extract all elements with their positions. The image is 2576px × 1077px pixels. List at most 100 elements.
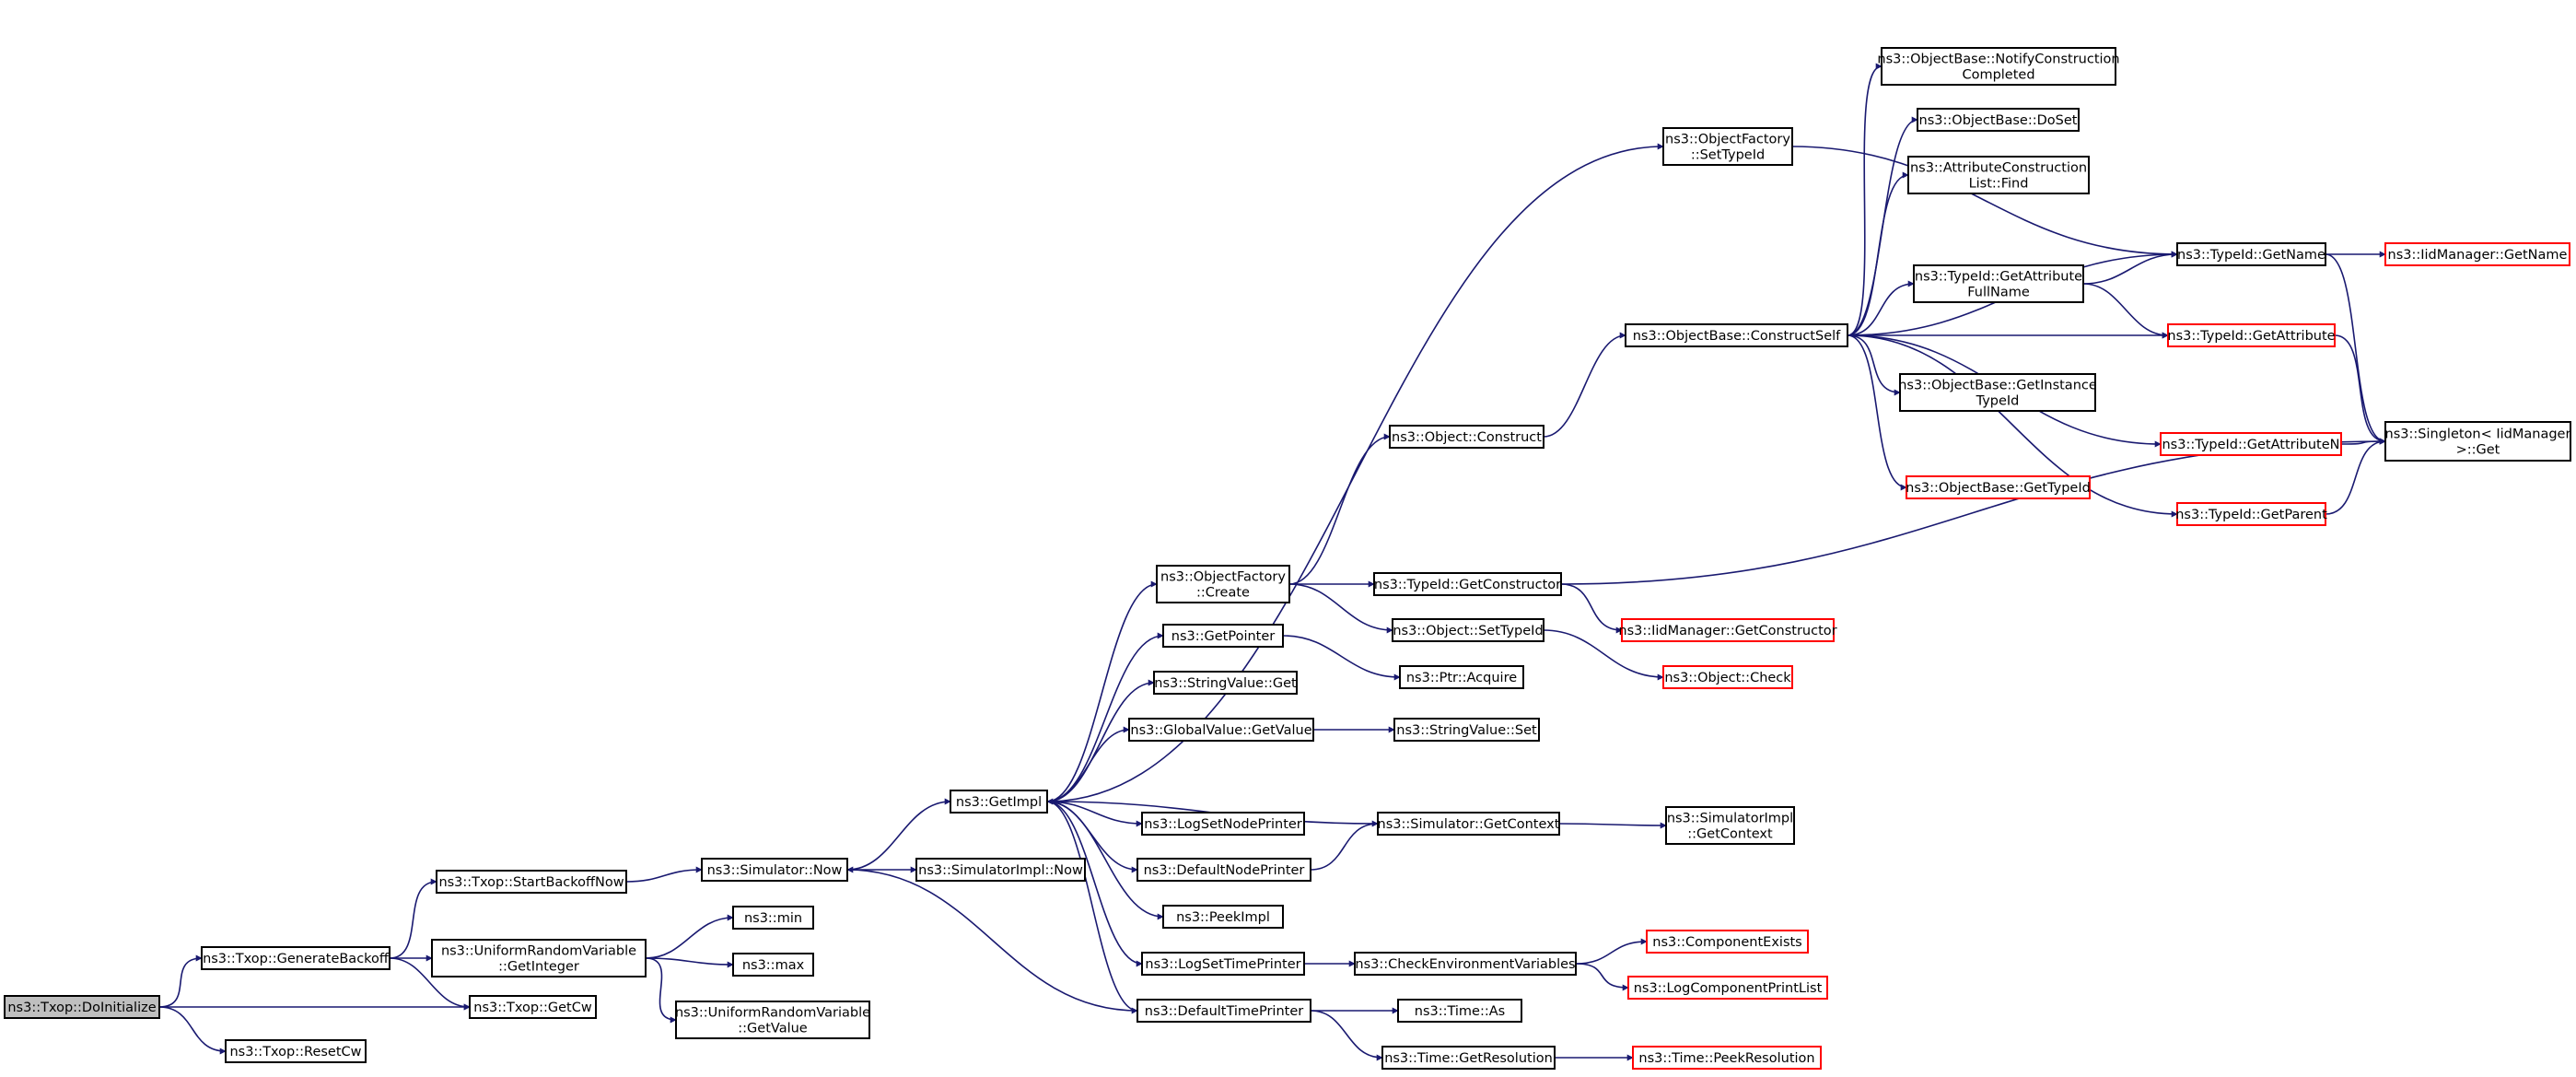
node-label: ns3::Singleton< IidManager xyxy=(2385,427,2571,442)
node-obconstructself[interactable]: ns3::ObjectBase::ConstructSelf xyxy=(1625,323,1848,347)
edge-getimpl-to-deftime xyxy=(1046,801,1138,1014)
node-label: ns3::ObjectBase::GetTypeId xyxy=(1906,481,2091,496)
edge-tidgetattrfull-to-tidgetname xyxy=(2082,251,2178,285)
edge-tidgetattrfull-to-tidgetattr xyxy=(2082,283,2169,339)
edges xyxy=(158,63,2386,1061)
node-ofsettypeid[interactable]: ns3::ObjectFactory::SetTypeId xyxy=(1662,127,1793,166)
edge-obconstructself-to-obgettypeid xyxy=(1847,334,1907,491)
edge-obconstructself-to-acfind xyxy=(1847,171,1909,336)
node-label: ::Create xyxy=(1196,586,1250,601)
edge-tidgetattr-to-singleton xyxy=(2334,334,2386,445)
nodes: ns3::Txop::DoInitialize ns3::Txop::Genera… xyxy=(4,47,2571,1070)
node-peekimpl[interactable]: ns3::PeekImpl xyxy=(1162,905,1284,929)
node-label: ns3::ObjectFactory xyxy=(1160,570,1286,585)
edge-getimpl-to-peekimpl xyxy=(1046,801,1164,920)
node-label: ns3::IidManager::GetName xyxy=(2388,248,2568,263)
node-compexists[interactable]: ns3::ComponentExists xyxy=(1646,930,1809,954)
node-timegetres[interactable]: ns3::Time::GetResolution xyxy=(1381,1046,1556,1070)
node-simnow[interactable]: ns3::Simulator::Now xyxy=(701,858,848,882)
node-tidgetattr[interactable]: ns3::TypeId::GetAttribute xyxy=(2167,323,2336,347)
node-label: ns3::IidManager::GetConstructor xyxy=(1618,624,1836,638)
node-tidgetattrn[interactable]: ns3::TypeId::GetAttributeN xyxy=(2160,432,2342,456)
node-label: ns3::TypeId::GetConstructor xyxy=(1374,578,1561,592)
node-logsettime[interactable]: ns3::LogSetTimePrinter xyxy=(1141,952,1305,976)
edge-deftime-to-simnow xyxy=(846,866,1138,1012)
node-label: ns3::StringValue::Get xyxy=(1154,676,1297,691)
node-simgetctx[interactable]: ns3::Simulator::GetContext xyxy=(1377,812,1560,836)
node-defnode[interactable]: ns3::DefaultNodePrinter xyxy=(1136,858,1311,882)
node-strvalget[interactable]: ns3::StringValue::Get xyxy=(1153,671,1298,695)
node-timepeekres[interactable]: ns3::Time::PeekResolution xyxy=(1632,1046,1822,1070)
node-label: ns3::UniformRandomVariable xyxy=(441,944,636,959)
node-obnotify[interactable]: ns3::ObjectBase::NotifyConstructionCompl… xyxy=(1877,47,2120,86)
node-singleton[interactable]: ns3::Singleton< IidManager >::Get xyxy=(2384,421,2571,462)
node-getpointer[interactable]: ns3::GetPointer xyxy=(1162,624,1284,648)
edge-deftime-to-timegetres xyxy=(1310,1010,1383,1061)
node-strvalset[interactable]: ns3::StringValue::Set xyxy=(1393,718,1540,742)
node-label: ns3::LogSetNodePrinter xyxy=(1144,817,1302,832)
edge-genback-to-getcw xyxy=(389,957,471,1011)
edge-tidgetctor-to-iidgetctor xyxy=(1560,583,1623,634)
node-label: ns3::SimulatorImpl::Now xyxy=(918,863,1083,878)
node-label: >::Get xyxy=(2456,443,2500,458)
edge-obconstructself-to-obnotify xyxy=(1847,63,1882,336)
node-timeas[interactable]: ns3::Time::As xyxy=(1397,999,1522,1023)
node-resetcw[interactable]: ns3::Txop::ResetCw xyxy=(225,1039,367,1063)
node-label: ns3::Txop::GetCw xyxy=(473,1001,592,1015)
node-label: ns3::ObjectBase::DoSet xyxy=(1919,113,2078,128)
node-getcw[interactable]: ns3::Txop::GetCw xyxy=(469,995,597,1019)
node-label: Completed xyxy=(1962,68,2034,83)
node-label: ns3::GetImpl xyxy=(956,795,1042,810)
edge-ofsettypeid-to-tidgetname xyxy=(1791,146,2178,258)
node-label: ns3::TypeId::GetParent xyxy=(2175,508,2327,522)
node-ptracquire[interactable]: ns3::Ptr::Acquire xyxy=(1399,665,1524,689)
node-objconstruct[interactable]: ns3::Object::Construct xyxy=(1389,425,1544,449)
node-label: ns3::ComponentExists xyxy=(1652,935,1802,950)
edge-doinit-to-resetcw xyxy=(158,1006,227,1055)
node-iidgetctor[interactable]: ns3::IidManager::GetConstructor xyxy=(1618,618,1837,642)
node-label: ns3::DefaultNodePrinter xyxy=(1144,863,1305,878)
edge-getimpl-to-strvalget xyxy=(1046,679,1155,802)
edge-tidgetname-to-singleton xyxy=(2325,253,2386,445)
node-startback[interactable]: ns3::Txop::StartBackoffNow xyxy=(436,870,627,894)
node-objsettypeid[interactable]: ns3::Object::SetTypeId xyxy=(1392,618,1544,642)
node-max[interactable]: ns3::max xyxy=(732,953,814,977)
node-ofcreate[interactable]: ns3::ObjectFactory::Create xyxy=(1156,565,1290,603)
node-label: ns3::ObjectBase::NotifyConstruction xyxy=(1877,53,2119,67)
node-label: ns3::Object::Construct xyxy=(1392,430,1542,445)
node-iidgetname[interactable]: ns3::IidManager::GetName xyxy=(2384,242,2570,266)
node-tidgetname[interactable]: ns3::TypeId::GetName xyxy=(2176,242,2326,266)
node-label: ns3::SimulatorImpl xyxy=(1667,812,1793,826)
node-gvgetvalue[interactable]: ns3::GlobalValue::GetValue xyxy=(1128,718,1314,742)
node-tidgetparent[interactable]: ns3::TypeId::GetParent xyxy=(2175,502,2327,526)
edge-startback-to-simnow xyxy=(625,866,703,883)
node-obgettypeid[interactable]: ns3::ObjectBase::GetTypeId xyxy=(1906,475,2091,499)
node-urvint[interactable]: ns3::UniformRandomVariable::GetInteger xyxy=(431,939,647,977)
node-tidgetctor[interactable]: ns3::TypeId::GetConstructor xyxy=(1373,572,1562,596)
edge-ofcreate-to-objconstruct xyxy=(1288,433,1391,585)
node-logcompprint[interactable]: ns3::LogComponentPrintList xyxy=(1627,976,1828,1000)
node-objcheck[interactable]: ns3::Object::Check xyxy=(1662,665,1793,689)
node-genback[interactable]: ns3::Txop::GenerateBackoff xyxy=(201,946,390,970)
node-getimpl[interactable]: ns3::GetImpl xyxy=(950,790,1048,814)
node-min[interactable]: ns3::min xyxy=(732,906,814,930)
node-label: ns3::Time::GetResolution xyxy=(1384,1051,1553,1066)
node-label: ::GetValue xyxy=(738,1022,808,1036)
edge-tidgetattrn-to-singleton xyxy=(2340,438,2386,445)
node-simimplgetctx[interactable]: ns3::SimulatorImpl::GetContext xyxy=(1665,806,1795,845)
node-label: ns3::TypeId::GetName xyxy=(2177,248,2325,263)
node-doinit[interactable]: ns3::Txop::DoInitialize xyxy=(4,995,160,1019)
node-label: ns3::CheckEnvironmentVariables xyxy=(1355,957,1575,972)
node-checkenv[interactable]: ns3::CheckEnvironmentVariables xyxy=(1354,952,1577,976)
node-obdoset[interactable]: ns3::ObjectBase::DoSet xyxy=(1917,108,2080,132)
edge-obconstructself-to-tidgetattrfull xyxy=(1847,280,1915,336)
node-label: ns3::Txop::StartBackoffNow xyxy=(438,875,624,890)
node-deftime[interactable]: ns3::DefaultTimePrinter xyxy=(1136,999,1311,1023)
edge-urvint-to-min xyxy=(645,914,734,959)
node-logsetnode[interactable]: ns3::LogSetNodePrinter xyxy=(1141,812,1305,836)
node-simimplnow[interactable]: ns3::SimulatorImpl::Now xyxy=(915,858,1086,882)
node-urvval[interactable]: ns3::UniformRandomVariable::GetValue xyxy=(675,1001,870,1039)
